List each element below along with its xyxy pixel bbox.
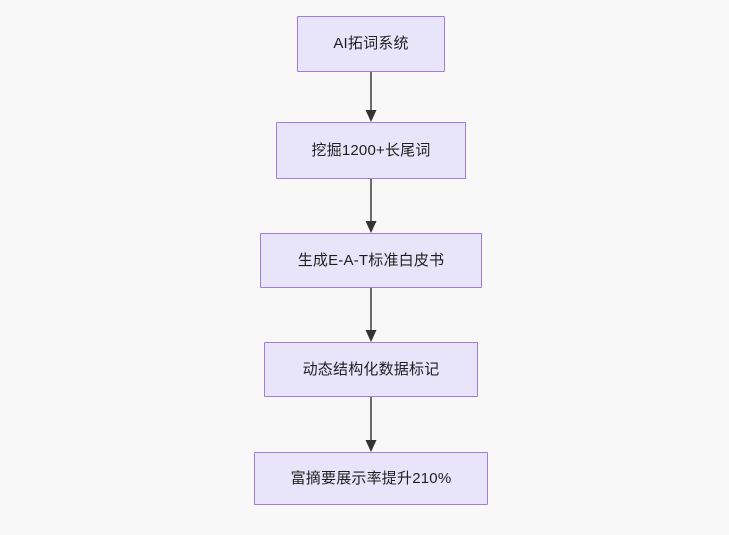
flow-node-label: AI拓词系统: [333, 35, 409, 52]
edge-node4-to-node5: [365, 397, 377, 452]
flow-node-ai-keyword-system[interactable]: AI拓词系统: [297, 16, 445, 72]
edge-node1-to-node2: [365, 72, 377, 122]
edge-node3-to-node4: [365, 288, 377, 342]
flow-node-mine-longtail-keywords[interactable]: 挖掘1200+长尾词: [276, 122, 466, 179]
flow-node-dynamic-structured-data-markup[interactable]: 动态结构化数据标记: [264, 342, 478, 397]
flow-node-label: 生成E-A-T标准白皮书: [297, 251, 445, 269]
flow-node-label: 富摘要展示率提升210%: [290, 469, 452, 487]
edge-node2-to-node3: [365, 179, 377, 233]
flow-node-label: 动态结构化数据标记: [302, 360, 440, 378]
flow-node-label: 挖掘1200+长尾词: [311, 141, 431, 159]
flow-node-generate-eat-whitepaper[interactable]: 生成E-A-T标准白皮书: [260, 233, 482, 288]
flow-node-rich-snippet-impression-lift[interactable]: 富摘要展示率提升210%: [254, 452, 488, 505]
